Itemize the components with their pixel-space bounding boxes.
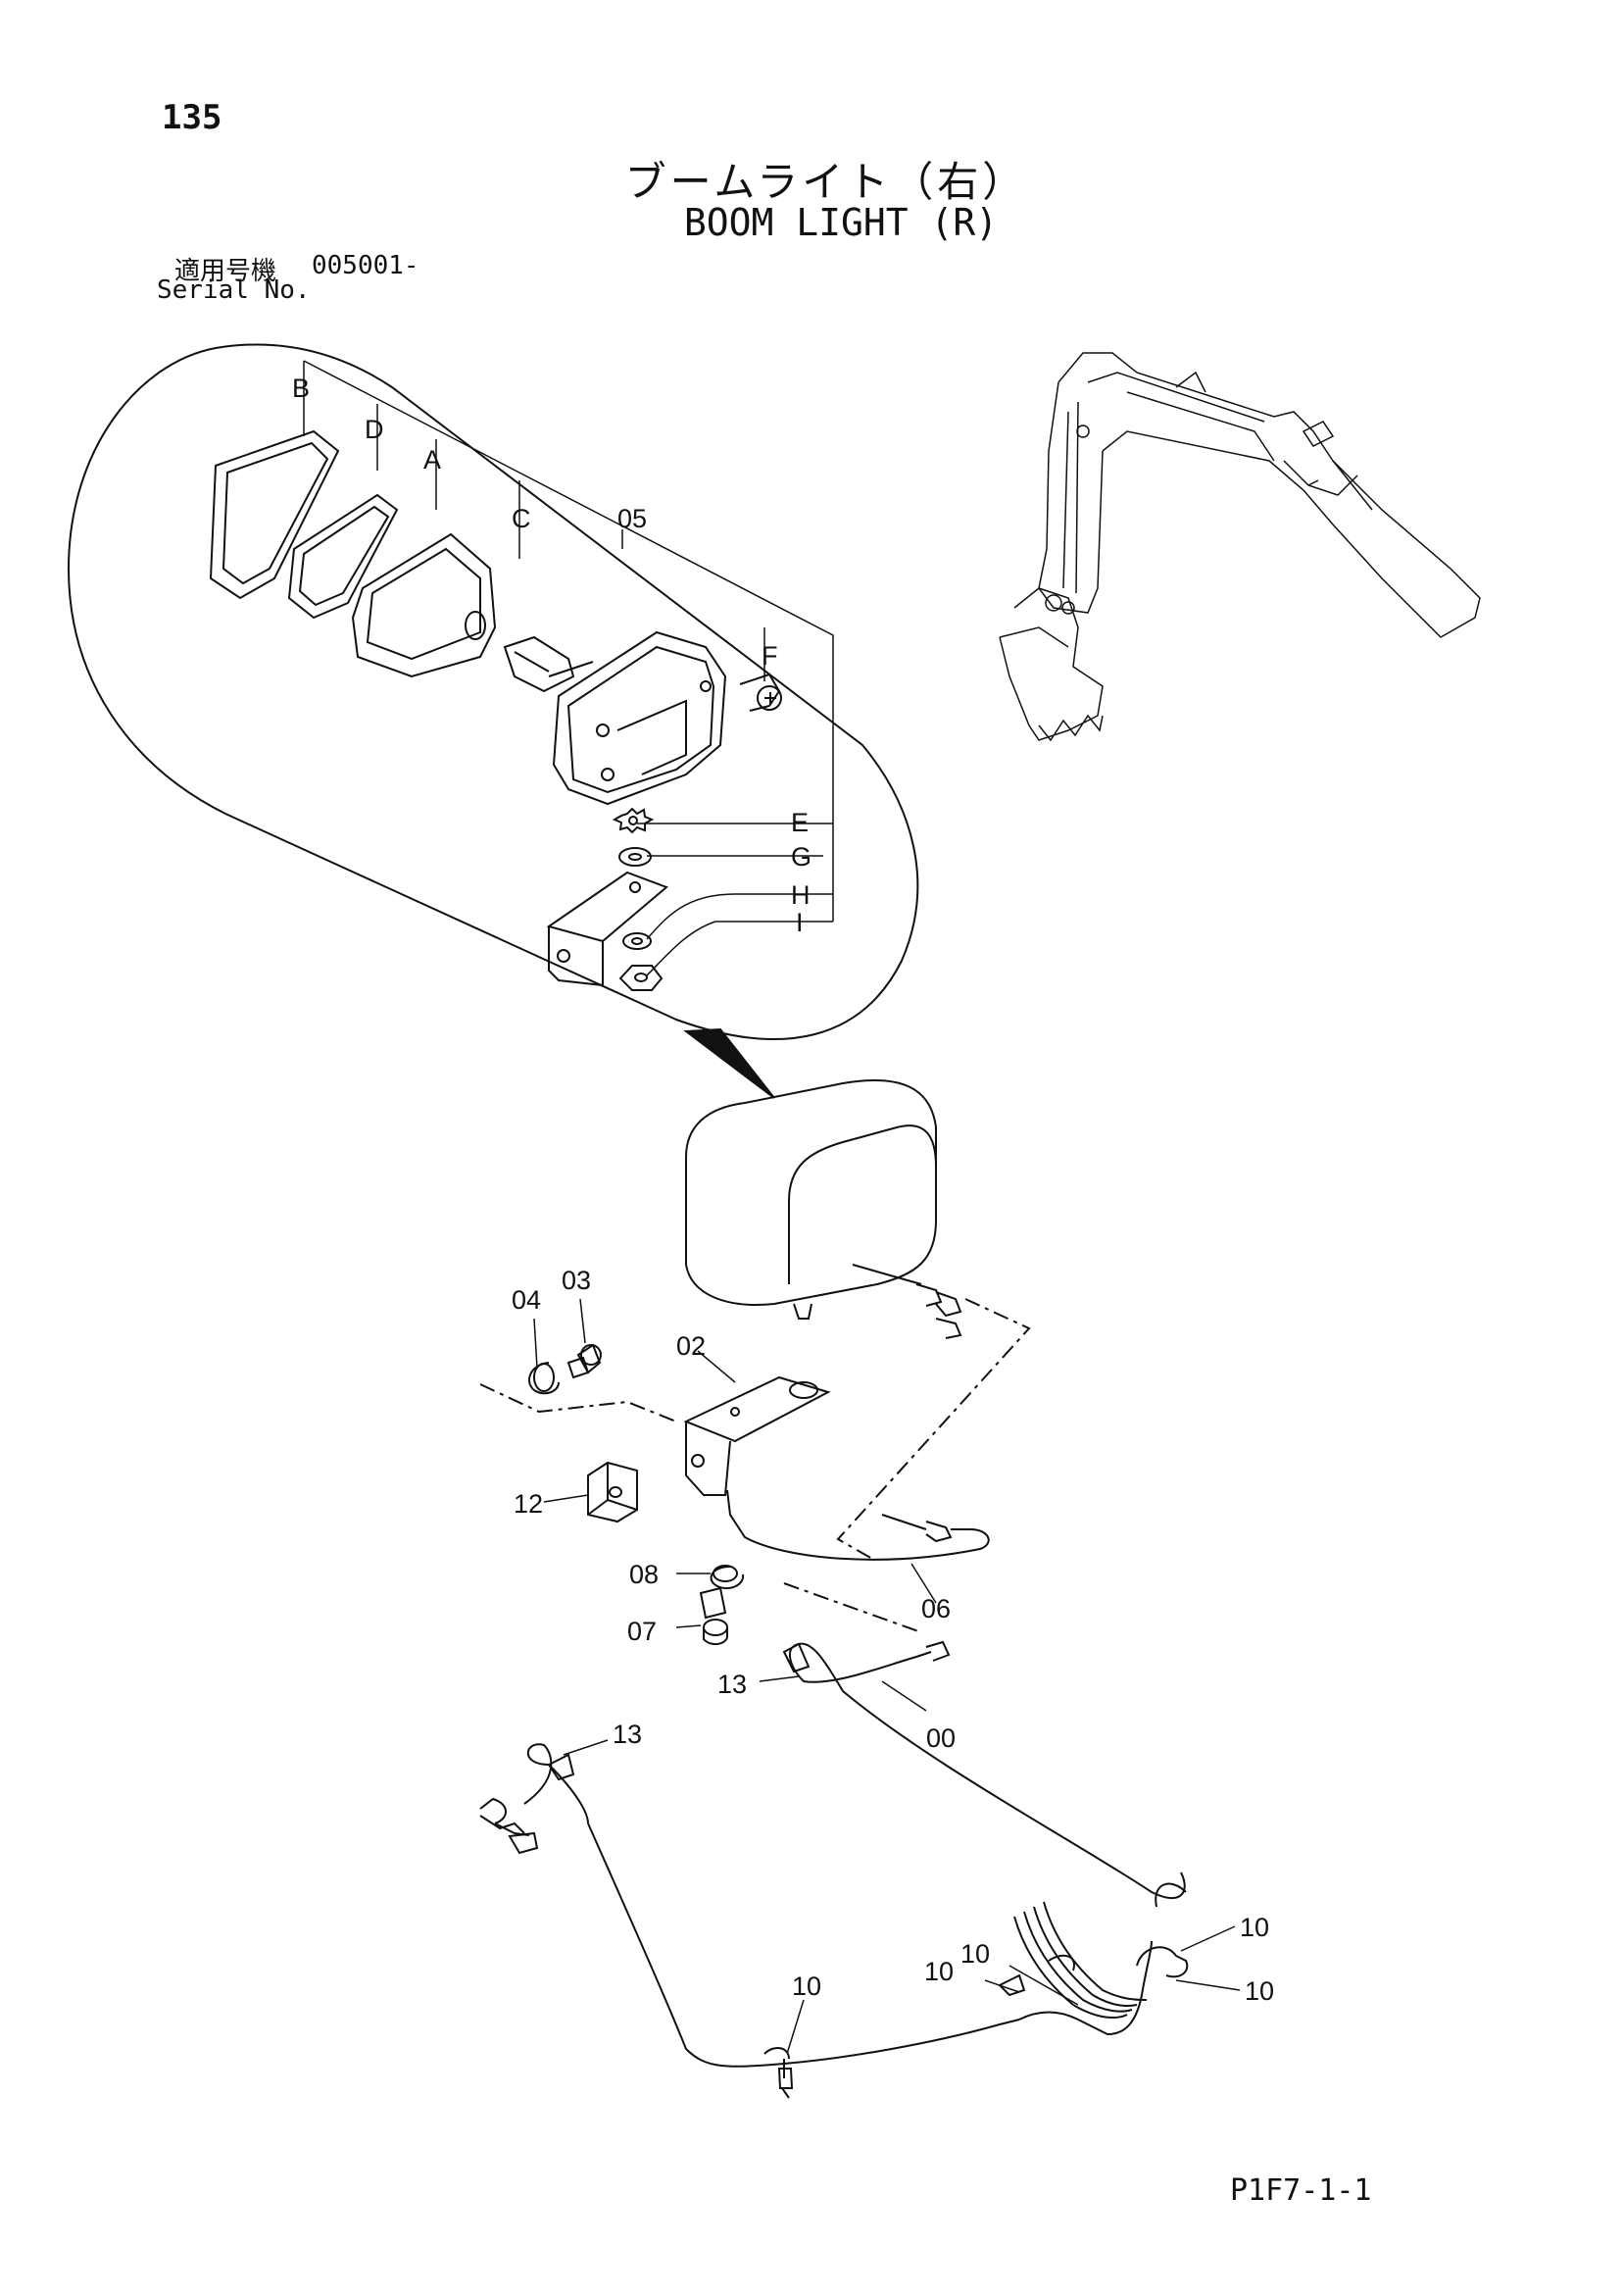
callout-13-left: 13: [613, 1720, 642, 1749]
callout-i: I: [796, 908, 804, 937]
callout-g: G: [791, 842, 812, 872]
nut-i: [618, 965, 664, 991]
lamp-housing-05: [552, 630, 727, 806]
callout-d: D: [365, 415, 384, 444]
pad-12: [587, 1461, 638, 1523]
bracket-detail: [546, 871, 668, 987]
serial-number-value: 005001-: [312, 251, 419, 280]
callout-12: 12: [514, 1489, 543, 1519]
seal-frame-b: [209, 429, 340, 600]
callout-05: 05: [617, 504, 647, 533]
callout-03: 03: [562, 1266, 591, 1295]
boom-light-lamp: [685, 1079, 937, 1320]
ground-wire-06: [726, 1489, 990, 1561]
bolt-07: [699, 1586, 728, 1645]
lens-a: [351, 532, 497, 678]
washer-08: [710, 1565, 745, 1590]
title-japanese: ブームライト（右）: [624, 158, 1028, 206]
detail-oval: [67, 343, 919, 1099]
harness-clips-10: [763, 1882, 1189, 2060]
screw-f: [739, 673, 782, 712]
callout-c: C: [512, 504, 531, 533]
callout-labels: B D A C 05 F E G H I 04 03 02 12 08 07 0…: [292, 374, 1274, 2006]
bolt-03: [566, 1343, 602, 1379]
callout-07: 07: [627, 1617, 657, 1646]
callout-10-right-bottom: 10: [1245, 1976, 1274, 2006]
excavator-thumbnail: [999, 352, 1481, 742]
callout-00: 00: [926, 1723, 956, 1753]
washer-04: [528, 1362, 560, 1395]
gasket-d: [287, 493, 399, 620]
callout-10-right-top: 10: [1240, 1913, 1269, 1942]
callout-e: E: [791, 808, 809, 837]
callout-04: 04: [512, 1285, 541, 1315]
callout-leaders: [533, 1298, 1241, 2055]
callout-13-upper: 13: [717, 1670, 747, 1699]
washer-g: [618, 847, 652, 867]
callout-02: 02: [676, 1331, 706, 1361]
page-number: 135: [162, 98, 222, 137]
callout-h: H: [791, 880, 811, 910]
callout-10-center-left: 10: [924, 1957, 954, 1986]
callout-a: A: [423, 445, 441, 474]
callout-10-bottom-left: 10: [792, 1972, 821, 2001]
title-english: BOOM LIGHT (R): [683, 201, 999, 244]
callout-f: F: [762, 641, 778, 671]
callout-08: 08: [629, 1560, 659, 1589]
page-code: P1F7-1-1: [1230, 2173, 1372, 2208]
washer-h: [622, 932, 652, 950]
callout-06: 06: [921, 1594, 951, 1623]
serial-label-japanese: 適用号機: [174, 257, 277, 286]
callout-10-center: 10: [960, 1939, 990, 1969]
bulb-c: [503, 635, 594, 693]
bracket-02: [683, 1375, 831, 1496]
harness-00: [782, 1640, 1186, 1899]
lock-washer-e: [612, 807, 655, 834]
harness-left: [479, 1743, 1153, 2099]
serial-label-english: Serial No.: [157, 275, 311, 305]
lamp-connector: [915, 1283, 962, 1339]
leader-lines-detail: [303, 360, 834, 976]
assembly-dashed-lines: [479, 1298, 1031, 1633]
callout-b: B: [292, 374, 310, 403]
